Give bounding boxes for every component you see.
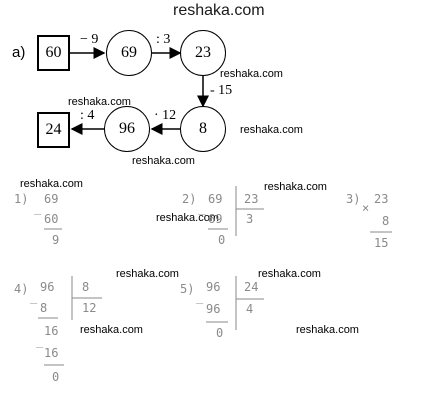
watermark: reshaka.com xyxy=(132,155,195,167)
calc4-rest1: 16 xyxy=(44,324,59,338)
part-label: а) xyxy=(12,44,26,61)
watermark: reshaka.com xyxy=(80,324,143,336)
op-minus-9: − 9 xyxy=(80,32,99,47)
calc4-divisor: 8 xyxy=(82,280,90,294)
calc4-partial2: 16 xyxy=(44,346,59,360)
calc2-remainder: 0 xyxy=(218,233,226,247)
watermark: reshaka.com xyxy=(258,268,321,280)
calc2-label: 2) xyxy=(182,192,197,206)
calc3-label: 3) xyxy=(346,192,361,206)
watermark: reshaka.com xyxy=(296,324,359,336)
calc5-dividend: 96 xyxy=(206,280,221,294)
op-times-12: · 12 xyxy=(154,108,177,123)
node-circle-2: 23 xyxy=(180,30,226,76)
calc5-label: 5) xyxy=(180,282,195,296)
calc5-quotient: 4 xyxy=(246,302,254,316)
watermark: reshaka.com xyxy=(240,124,303,136)
calc2-quotient: 3 xyxy=(246,212,254,226)
calc5-remainder: 0 xyxy=(216,326,224,340)
calc4-partial1: 8 xyxy=(40,301,48,315)
calc1-result: 9 xyxy=(52,233,60,247)
watermark: reshaka.com xyxy=(264,181,327,193)
watermark-top: reshaka.com xyxy=(173,2,265,19)
node-circle-3: 8 xyxy=(180,106,226,152)
watermark: reshaka.com xyxy=(156,212,219,224)
calc3-multiplicand: 23 xyxy=(374,192,389,206)
calc4-quotient: 12 xyxy=(82,301,97,315)
node-circle-1: 69 xyxy=(106,30,152,76)
result-box: 24 xyxy=(37,112,70,148)
calc2-dividend: 69 xyxy=(208,192,223,206)
calc4-sign2: _ xyxy=(36,334,44,348)
watermark: reshaka.com xyxy=(116,268,179,280)
watermark: reshaka.com xyxy=(220,68,283,80)
calc2-sign: _ xyxy=(198,201,206,215)
calc5-partial: 96 xyxy=(206,302,221,316)
calc1-sign: _ xyxy=(34,201,42,215)
op-div-3: : 3 xyxy=(156,32,171,47)
op-minus-15: - 15 xyxy=(210,83,233,98)
watermark: reshaka.com xyxy=(68,96,131,108)
calc4-dividend: 96 xyxy=(40,280,55,294)
calc3-product: 15 xyxy=(374,236,389,250)
calc5-sign: _ xyxy=(196,290,204,304)
calc1-minuend: 69 xyxy=(44,192,59,206)
calc2-divisor: 23 xyxy=(244,192,259,206)
calc3-sign: × xyxy=(362,201,370,215)
start-box: 60 xyxy=(37,35,70,71)
calc1-label: 1) xyxy=(14,192,29,206)
calc1-subtrahend: 60 xyxy=(44,212,59,226)
calc2-partial: 69 xyxy=(208,212,223,226)
calc5-divisor: 24 xyxy=(244,280,259,294)
node-circle-4: 96 xyxy=(104,106,150,152)
calc3-multiplier: 8 xyxy=(382,214,390,228)
watermark: reshaka.com xyxy=(20,178,83,190)
op-div-4: : 4 xyxy=(80,108,95,123)
calc4-remainder: 0 xyxy=(52,370,60,384)
calc4-label: 4) xyxy=(14,282,29,296)
calc4-sign1: _ xyxy=(30,290,38,304)
